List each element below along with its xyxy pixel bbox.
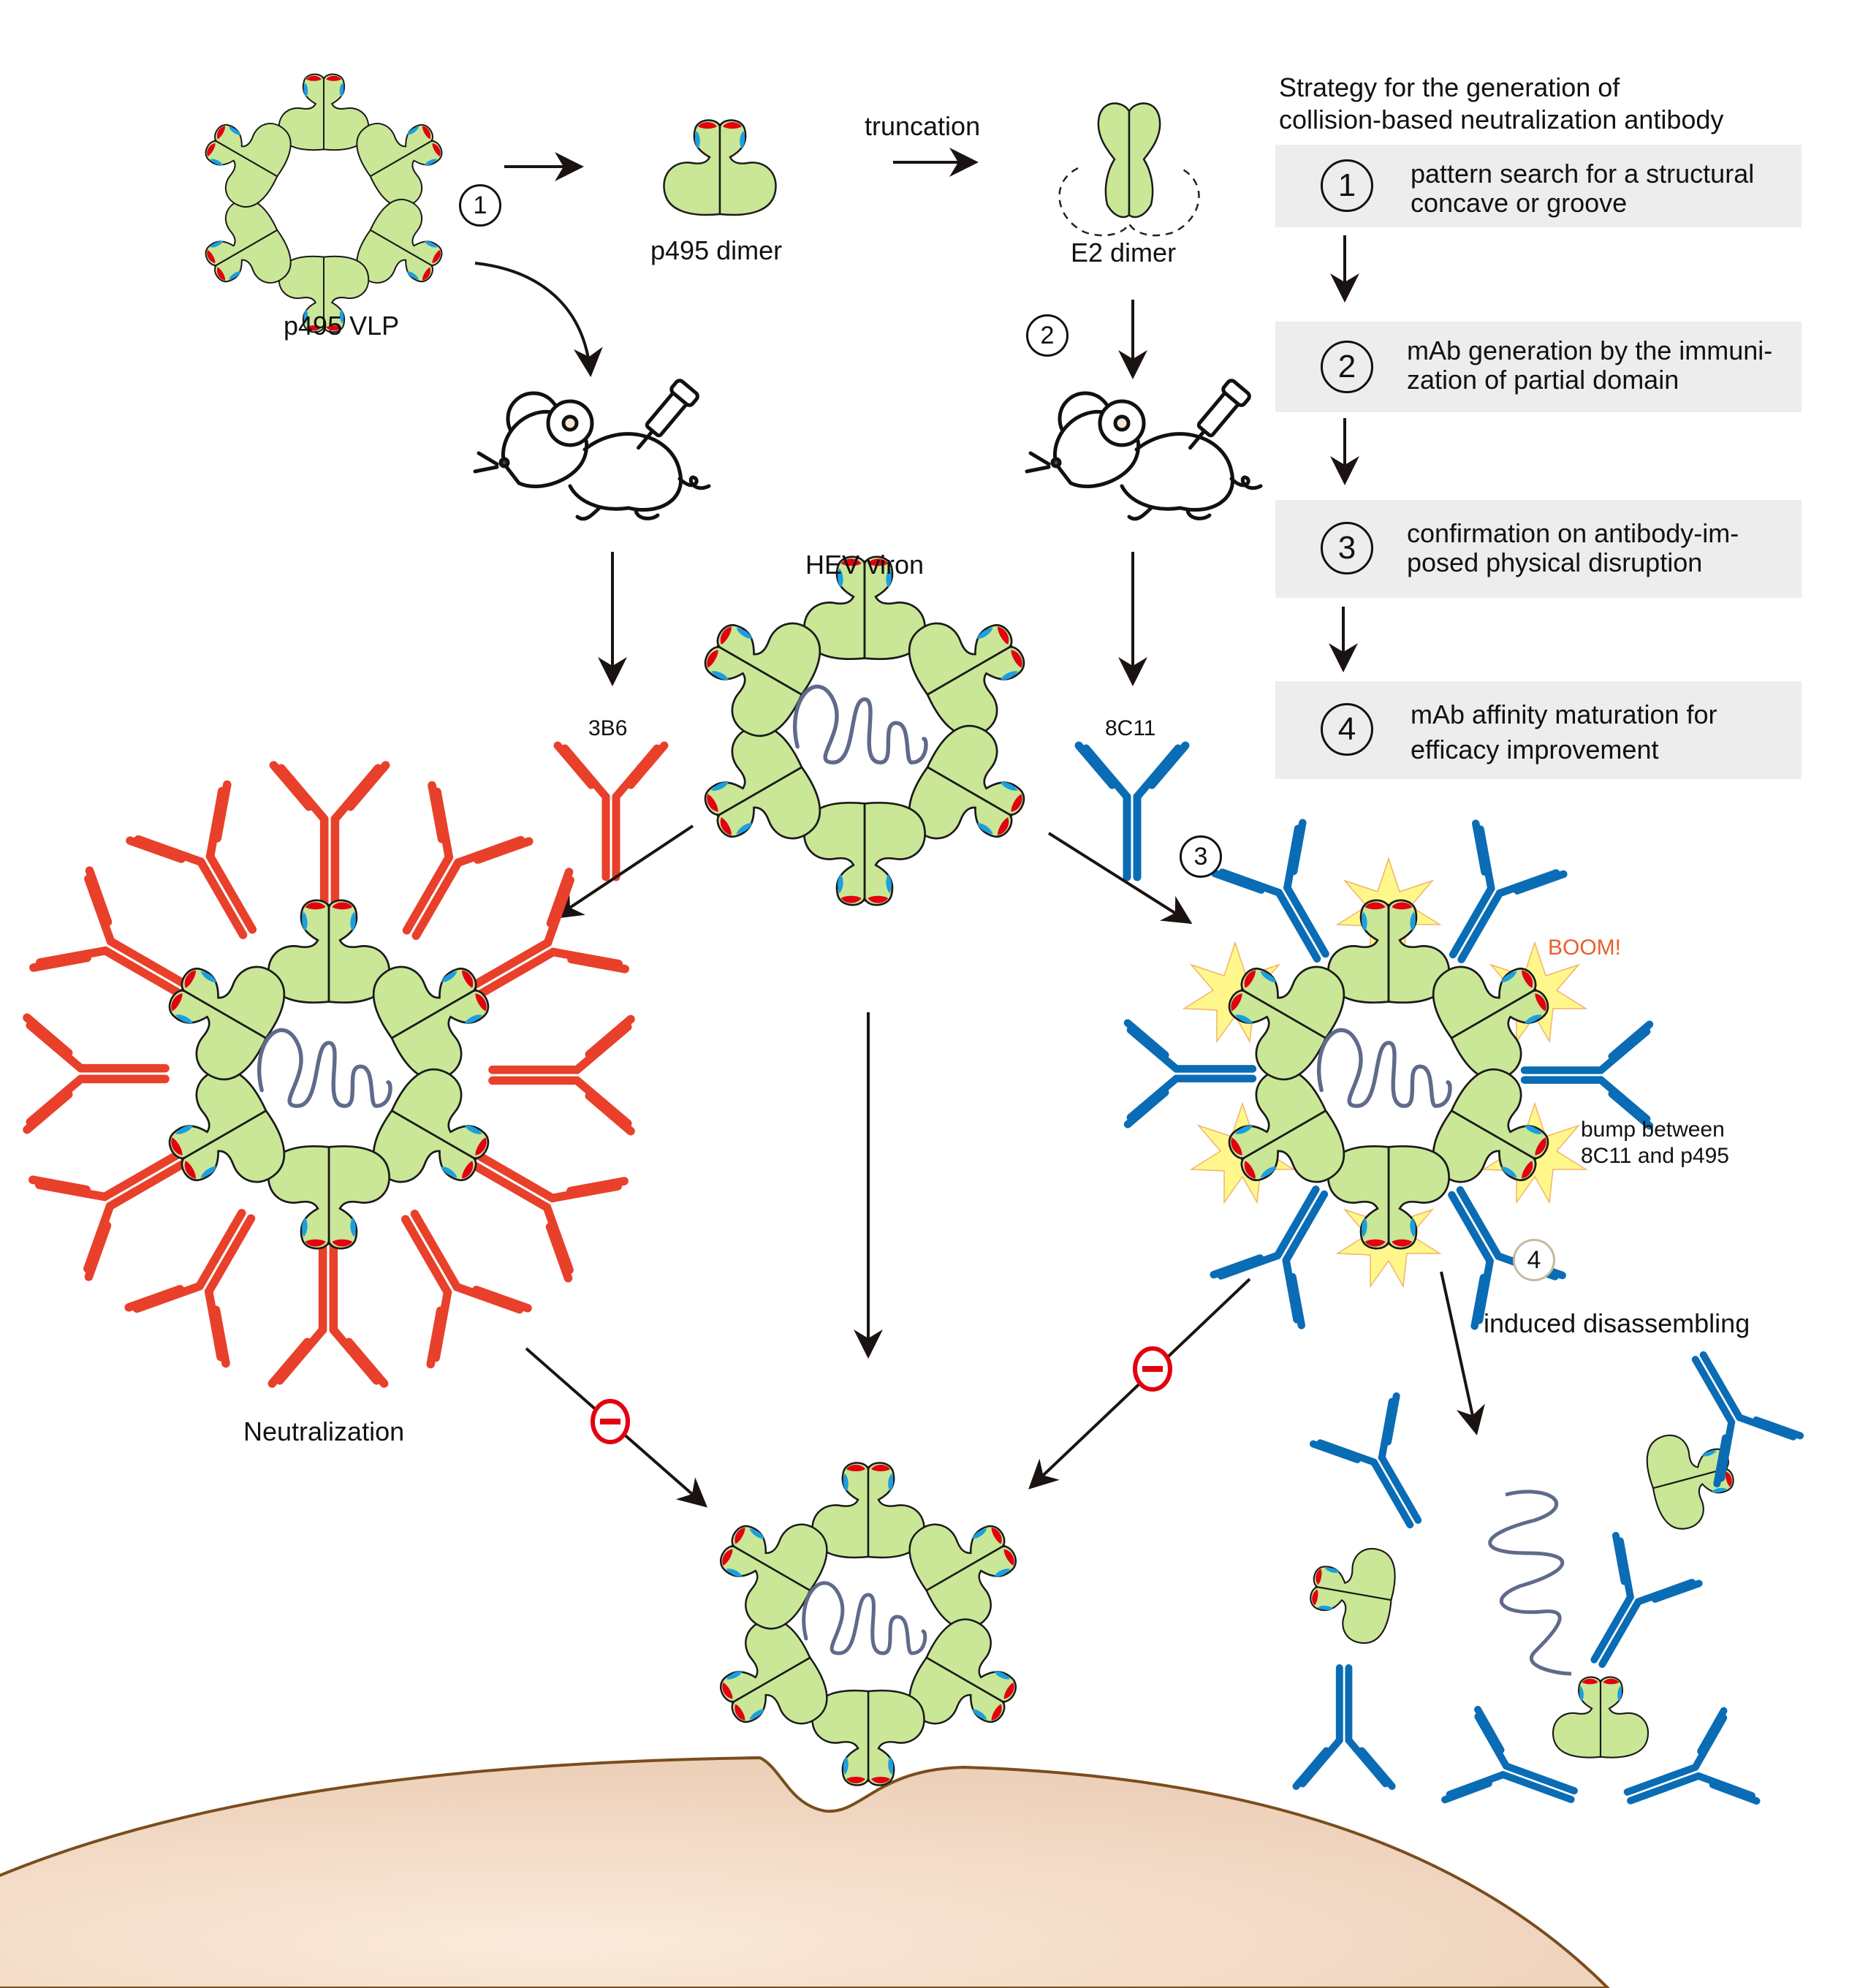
strategy-title: Strategy for the generation of collision… (1279, 72, 1723, 136)
label-antibody-3b6: 3B6 (588, 716, 628, 740)
disassembled-fragments (1296, 1333, 1800, 1841)
step-1-line2: concave or groove (1411, 188, 1628, 218)
label-bump-line1: bump between (1581, 1118, 1725, 1142)
collision-complex (1128, 823, 1650, 1327)
label-bump-line2: 8C11 and p495 (1581, 1144, 1729, 1168)
strategy-title-line2: collision-based neutralization antibody (1279, 105, 1724, 134)
label-e2-dimer: E2 dimer (1071, 238, 1177, 268)
released-rna (1488, 1490, 1572, 1676)
step-number-3: 3 (1321, 522, 1373, 574)
antibody-3b6 (558, 746, 664, 877)
label-neutralization: Neutralization (243, 1416, 405, 1446)
step-1-line1: pattern search for a structural (1411, 159, 1755, 189)
strategy-step-2: 2 mAb generation by the immuni- zation o… (1275, 322, 1802, 412)
inhibit-icon-left (591, 1399, 630, 1444)
strategy-step-4: 4 mAb affinity maturation for efficacy i… (1275, 681, 1802, 779)
label-truncation: truncation (865, 111, 981, 141)
antibody-8c11 (1079, 746, 1185, 877)
step-number-1: 1 (1321, 159, 1373, 212)
step-3-line1: confirmation on antibody-im- (1407, 518, 1739, 548)
step-2-line2: zation of partial domain (1407, 365, 1679, 395)
step-marker-3: 3 (1180, 835, 1222, 878)
step-marker-4: 4 (1513, 1239, 1555, 1281)
p495-dimer (664, 120, 775, 215)
arrow-to-disassembled (1440, 1271, 1485, 1435)
label-antibody-8c11: 8C11 (1105, 716, 1156, 740)
arrow-vlp-to-mouse (474, 262, 603, 377)
strategy-arrow-3 (1329, 607, 1358, 672)
hev-virion (683, 557, 1045, 905)
arrow-to-neutralization (553, 824, 694, 919)
step-4-line1: mAb affinity maturation for (1411, 699, 1717, 729)
step-marker-2: 2 (1026, 314, 1068, 357)
step-4-line2: efficacy improvement (1411, 735, 1659, 765)
strategy-step-3: 3 confirmation on antibody-im- posed phy… (1275, 500, 1802, 598)
e2-dimer (1058, 102, 1200, 237)
virion-attaching-cell (701, 1462, 1036, 1785)
label-hev-virion: HEV viron (805, 550, 925, 580)
arrow-to-collision (1047, 832, 1193, 925)
step-3-line2: posed physical disruption (1407, 547, 1703, 577)
host-cell (0, 1756, 1610, 1988)
inhibit-icon-right (1133, 1346, 1172, 1392)
mouse-immunization-left (473, 379, 711, 521)
p495-vlp-capsid (190, 75, 458, 333)
label-boom: BOOM! (1548, 936, 1622, 960)
mouse-immunization-right (1025, 379, 1263, 521)
label-induced-disassembling: induced disassembling (1484, 1308, 1750, 1338)
neutralization-complex (27, 765, 631, 1384)
strategy-arrow-1 (1330, 235, 1359, 303)
step-2-line1: mAb generation by the immuni- (1407, 335, 1773, 365)
step-number-2: 2 (1321, 341, 1373, 393)
label-bump: bump between 8C11 and p495 (1581, 1117, 1729, 1169)
step-number-4: 4 (1321, 703, 1373, 756)
strategy-step-1: 1 pattern search for a structural concav… (1275, 145, 1802, 227)
step-marker-1: 1 (459, 184, 501, 227)
strategy-arrow-2 (1330, 418, 1359, 485)
strategy-title-line1: Strategy for the generation of (1279, 72, 1620, 102)
label-p495-dimer: p495 dimer (650, 235, 783, 265)
label-p495-vlp: p495 VLP (284, 311, 400, 341)
